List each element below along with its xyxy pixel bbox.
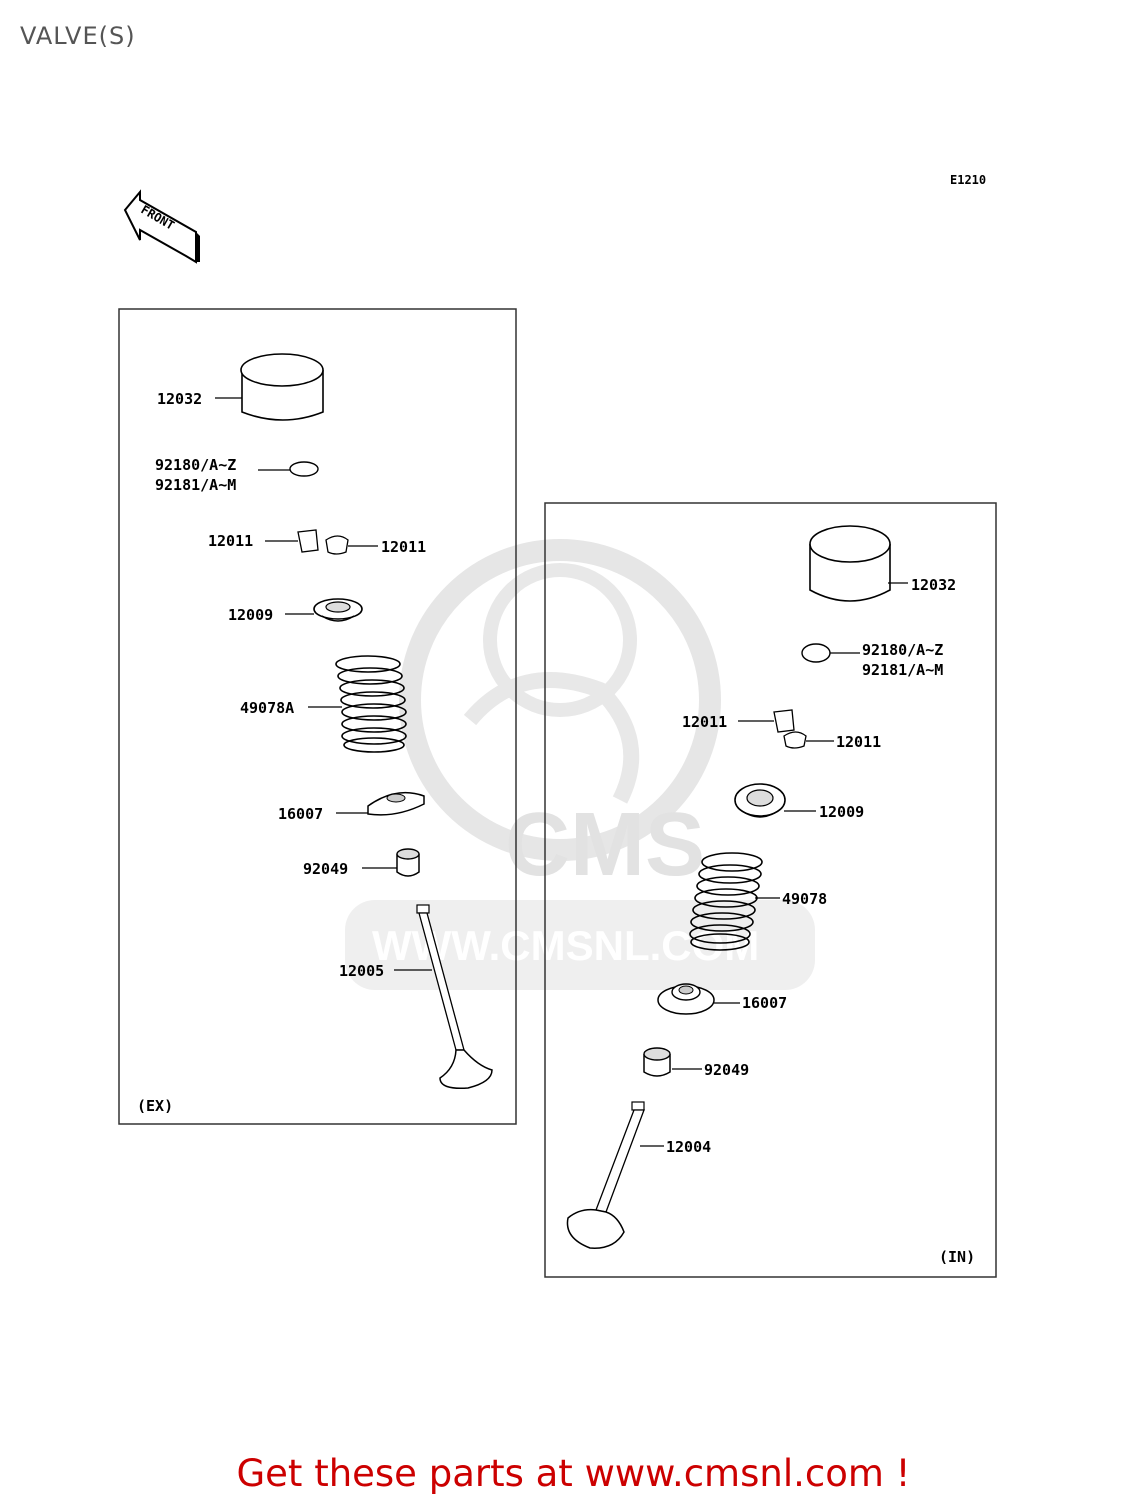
- in-label-keeper-left: 12011: [682, 713, 727, 731]
- cms-watermark: CMS WWW.CMSNL.COM: [345, 539, 815, 990]
- ex-spring-seat-part: [367, 791, 425, 816]
- ex-panel-tag: (EX): [137, 1097, 173, 1115]
- parts-diagram: CMS WWW.CMSNL.COM E1210 FRONT 12032 9218…: [118, 173, 997, 1278]
- ex-label-valve: 12005: [339, 962, 384, 980]
- ex-label-shim-b: 92181/A~M: [155, 476, 236, 494]
- in-label-lifter: 12032: [911, 576, 956, 594]
- in-label-shim-a: 92180/A~Z: [862, 641, 943, 659]
- ex-label-keeper-left: 12011: [208, 532, 253, 550]
- ex-label-spring: 49078A: [240, 699, 294, 717]
- ex-stem-seal-part: [396, 848, 420, 877]
- ex-label-retainer: 12009: [228, 606, 273, 624]
- in-lifter-part: [809, 525, 891, 602]
- exhaust-panel: 12032 92180/A~Z 92181/A~M 12011 12011 12…: [118, 308, 517, 1125]
- intake-panel: 12032 92180/A~Z 92181/A~M 12011 12011 12…: [544, 502, 997, 1278]
- ex-lifter-part: [240, 353, 324, 421]
- in-label-retainer: 12009: [819, 803, 864, 821]
- in-shim-part: [801, 643, 831, 663]
- in-retainer-part: [734, 783, 786, 818]
- front-arrow-icon: FRONT: [123, 189, 200, 264]
- ex-spring-part: [335, 655, 407, 753]
- in-label-shim-b: 92181/A~M: [862, 661, 943, 679]
- ex-keeper-part: [297, 529, 349, 555]
- in-spring-seat-part: [657, 983, 715, 1015]
- watermark-brand: CMS: [505, 795, 705, 895]
- in-panel-tag: (IN): [939, 1248, 975, 1266]
- in-keeper-part: [773, 709, 807, 749]
- ex-shim-part: [289, 461, 319, 477]
- ex-retainer-part: [313, 598, 363, 622]
- ex-label-lifter: 12032: [157, 390, 202, 408]
- in-valve-part: [566, 1101, 645, 1249]
- ex-label-shim-a: 92180/A~Z: [155, 456, 236, 474]
- ex-label-keeper-right: 12011: [381, 538, 426, 556]
- get-parts-link[interactable]: Get these parts at www.cmsnl.com !: [236, 1452, 911, 1495]
- ex-valve-part: [416, 904, 493, 1090]
- in-label-stem-seal: 92049: [704, 1061, 749, 1079]
- in-stem-seal-part: [643, 1047, 671, 1077]
- in-label-valve: 12004: [666, 1138, 711, 1156]
- page-title: VALVE(S): [20, 22, 136, 50]
- in-label-spring: 49078: [782, 890, 827, 908]
- in-spring-part: [689, 852, 763, 951]
- in-label-spring-seat: 16007: [742, 994, 787, 1012]
- ex-label-spring-seat: 16007: [278, 805, 323, 823]
- ex-label-stem-seal: 92049: [303, 860, 348, 878]
- in-label-keeper-right: 12011: [836, 733, 881, 751]
- diagram-code: E1210: [950, 173, 986, 187]
